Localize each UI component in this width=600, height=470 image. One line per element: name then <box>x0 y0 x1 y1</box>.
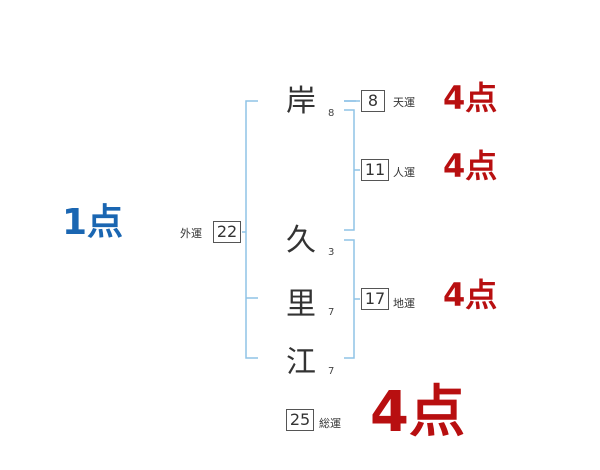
chi-bracket <box>344 239 355 359</box>
jin-value-box: 11 <box>361 159 389 181</box>
name-char-2-strokes: 3 <box>328 247 335 258</box>
name-char-3: 里 <box>286 287 316 322</box>
jin-bracket <box>344 109 355 231</box>
ten-label: 天運 <box>393 96 415 109</box>
gai-label: 外運 <box>180 227 202 240</box>
jin-score: 4点 <box>443 147 498 185</box>
jin-label: 人運 <box>393 166 415 179</box>
so-label: 総運 <box>319 417 341 430</box>
chi-label: 地運 <box>393 297 415 310</box>
chi-value-box: 17 <box>361 288 389 310</box>
ten-score: 4点 <box>443 79 498 117</box>
gai-score: 1点 <box>62 202 124 243</box>
ten-value-box: 8 <box>361 90 385 112</box>
name-char-1: 岸 <box>286 84 316 119</box>
name-char-1-strokes: 8 <box>328 108 335 119</box>
so-value-box: 25 <box>286 409 314 431</box>
name-char-4: 江 <box>286 345 316 380</box>
gai-value-box: 22 <box>213 221 241 243</box>
chi-score: 4点 <box>443 276 498 314</box>
name-char-3-strokes: 7 <box>328 307 335 318</box>
name-char-2: 久 <box>286 223 316 258</box>
outer-bracket <box>245 100 258 359</box>
name-char-4-strokes: 7 <box>328 366 335 377</box>
so-score: 4点 <box>370 380 465 445</box>
